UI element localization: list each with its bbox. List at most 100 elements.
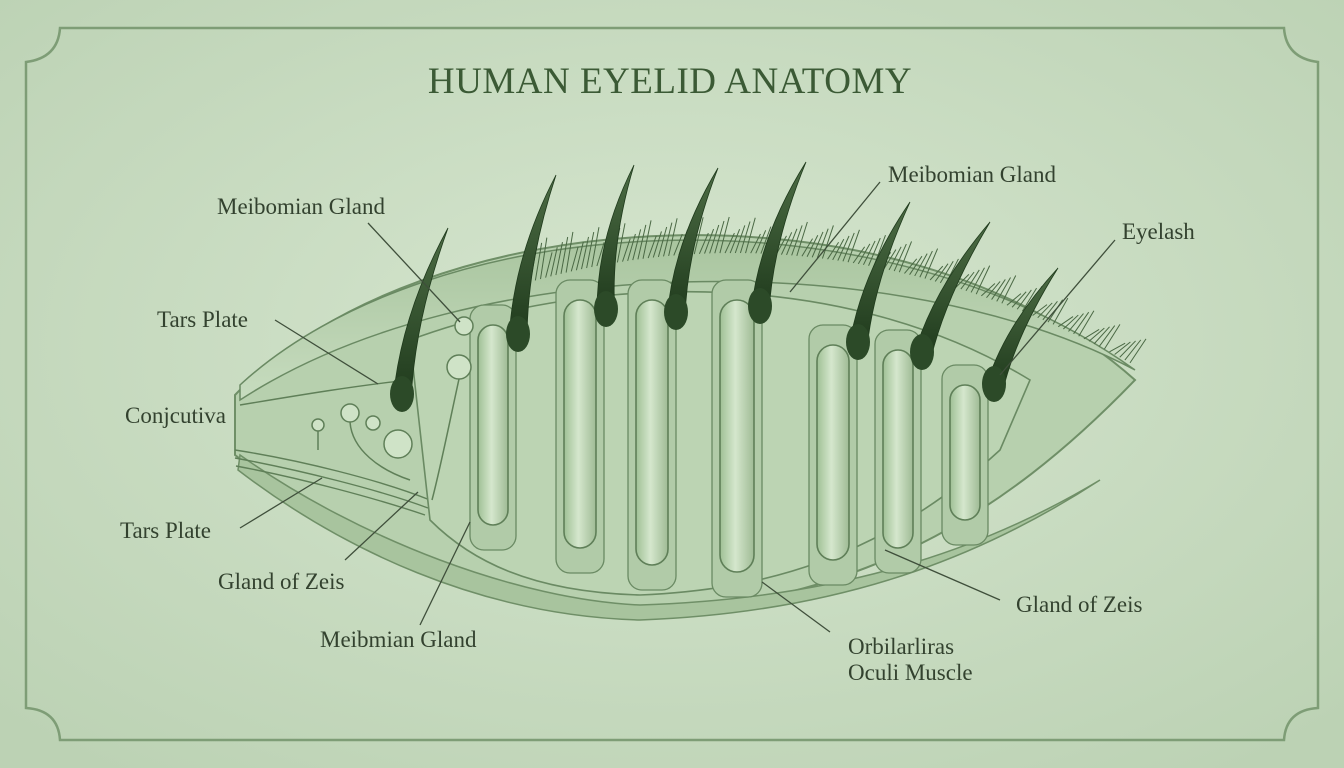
leader-zeis-right xyxy=(884,549,1001,601)
fringe-hair xyxy=(575,241,584,271)
fringe-hair xyxy=(550,247,558,277)
fringe-hair xyxy=(1063,314,1079,330)
fringe-hair xyxy=(883,249,897,270)
fringe-hair xyxy=(904,258,918,274)
fringe-hair xyxy=(924,248,939,279)
fringe-hair xyxy=(745,217,756,254)
gland-tube xyxy=(563,299,597,549)
leader-tars-lower xyxy=(239,477,323,529)
fringe-hair xyxy=(570,246,579,272)
gland-tube xyxy=(635,299,669,566)
fringe-hair xyxy=(1011,291,1027,308)
fringe-hair xyxy=(1001,275,1017,304)
eyelash-hair xyxy=(912,221,991,359)
fringe-hair xyxy=(837,235,850,261)
gland-bulb xyxy=(446,354,472,380)
eyelash-hair xyxy=(750,161,807,313)
fringe-hair xyxy=(929,265,944,281)
fringe-hair xyxy=(1109,342,1126,353)
fringe-hair xyxy=(729,229,741,254)
orbicularis-band xyxy=(237,453,1101,621)
fringe-hair xyxy=(734,225,746,254)
hair-follicle xyxy=(664,294,688,330)
fringe-hair xyxy=(627,233,636,261)
fringe-hair xyxy=(560,236,569,274)
fringe-hair xyxy=(893,243,907,272)
fringe-hair xyxy=(540,237,548,280)
label-orbicularis-line1: Orbilarliras xyxy=(848,634,954,659)
fringe-hair xyxy=(668,218,678,257)
eyelash-hair xyxy=(666,167,719,319)
fringe-hair xyxy=(827,241,840,260)
hair-follicle xyxy=(390,376,414,412)
fringe-hair xyxy=(596,242,605,267)
fringe-hair xyxy=(1037,302,1053,319)
fringe-hair xyxy=(581,236,590,270)
fringe-hair xyxy=(1103,324,1121,350)
label-tars-plate-upper: Tars Plate xyxy=(157,307,248,332)
fringe-hair xyxy=(622,238,631,262)
leader-zeis-left xyxy=(344,491,419,561)
gland-bulb xyxy=(365,415,381,431)
fringe-hair xyxy=(1052,297,1069,325)
skin-layer xyxy=(239,239,1136,402)
fringe-hair xyxy=(1016,289,1032,310)
fringe-hair xyxy=(555,242,563,276)
fringe-hair xyxy=(1098,325,1116,347)
leader-lines xyxy=(239,181,1116,633)
frame-border xyxy=(24,26,1320,742)
fringe-hair xyxy=(647,235,657,259)
fringe-hair xyxy=(642,220,652,259)
fringe-hair xyxy=(1042,300,1058,321)
fringe-hair xyxy=(534,242,543,281)
fringe-hair xyxy=(1068,313,1084,332)
leader-orbicularis xyxy=(761,581,831,633)
label-gland-of-zeis-right: Gland of Zeis xyxy=(1016,592,1143,617)
fringe-hair xyxy=(780,232,793,255)
fringe-hair xyxy=(545,252,553,278)
fringe-hair xyxy=(986,281,1001,299)
fringe-hair xyxy=(1078,310,1095,337)
fringe-hair xyxy=(709,224,720,254)
leader-meibomian-right xyxy=(789,181,881,293)
fringe-hair xyxy=(1114,341,1131,355)
fringe-hair xyxy=(909,255,923,275)
fringe-hair xyxy=(632,229,642,261)
fringe-hair xyxy=(714,220,725,254)
label-conjunctiva: Conjcutiva xyxy=(125,403,226,428)
hair-follicle xyxy=(506,316,530,352)
label-eyelash: Eyelash xyxy=(1122,219,1195,244)
fringe-hair xyxy=(842,232,855,262)
fringe-hair xyxy=(857,243,871,265)
leader-eyelash xyxy=(999,239,1116,376)
fringe-hair xyxy=(955,274,970,288)
fringe-hair xyxy=(821,225,834,259)
fringe-hair xyxy=(673,233,683,256)
gland-tube xyxy=(477,324,509,526)
fringe-hair xyxy=(1093,326,1110,345)
hair-follicle xyxy=(748,288,772,324)
fringe-hair xyxy=(693,217,704,255)
fringe-hair xyxy=(760,226,772,254)
fringe-hair xyxy=(965,269,980,292)
fringe-hair xyxy=(811,231,824,258)
fringe-hair xyxy=(616,223,626,263)
label-meibmian-gland-bottom: Meibmian Gland xyxy=(320,627,477,652)
fringe-hair xyxy=(888,246,902,271)
gland-tube xyxy=(816,344,850,561)
fringe-hair xyxy=(868,237,881,266)
fringe-hair xyxy=(1021,287,1038,312)
fringe-hair xyxy=(750,233,761,254)
fringe-hair xyxy=(1088,327,1105,342)
fringe-hair xyxy=(975,265,991,295)
leader-meibmian-bottom xyxy=(419,521,471,626)
fringe-hair xyxy=(960,271,975,290)
fringe-hair xyxy=(816,228,829,259)
hair-follicle xyxy=(594,291,618,327)
fringe-hair xyxy=(852,246,866,264)
fringe-hair xyxy=(1073,311,1090,335)
gland-bulb xyxy=(383,429,413,459)
fringe-hair xyxy=(786,228,798,256)
